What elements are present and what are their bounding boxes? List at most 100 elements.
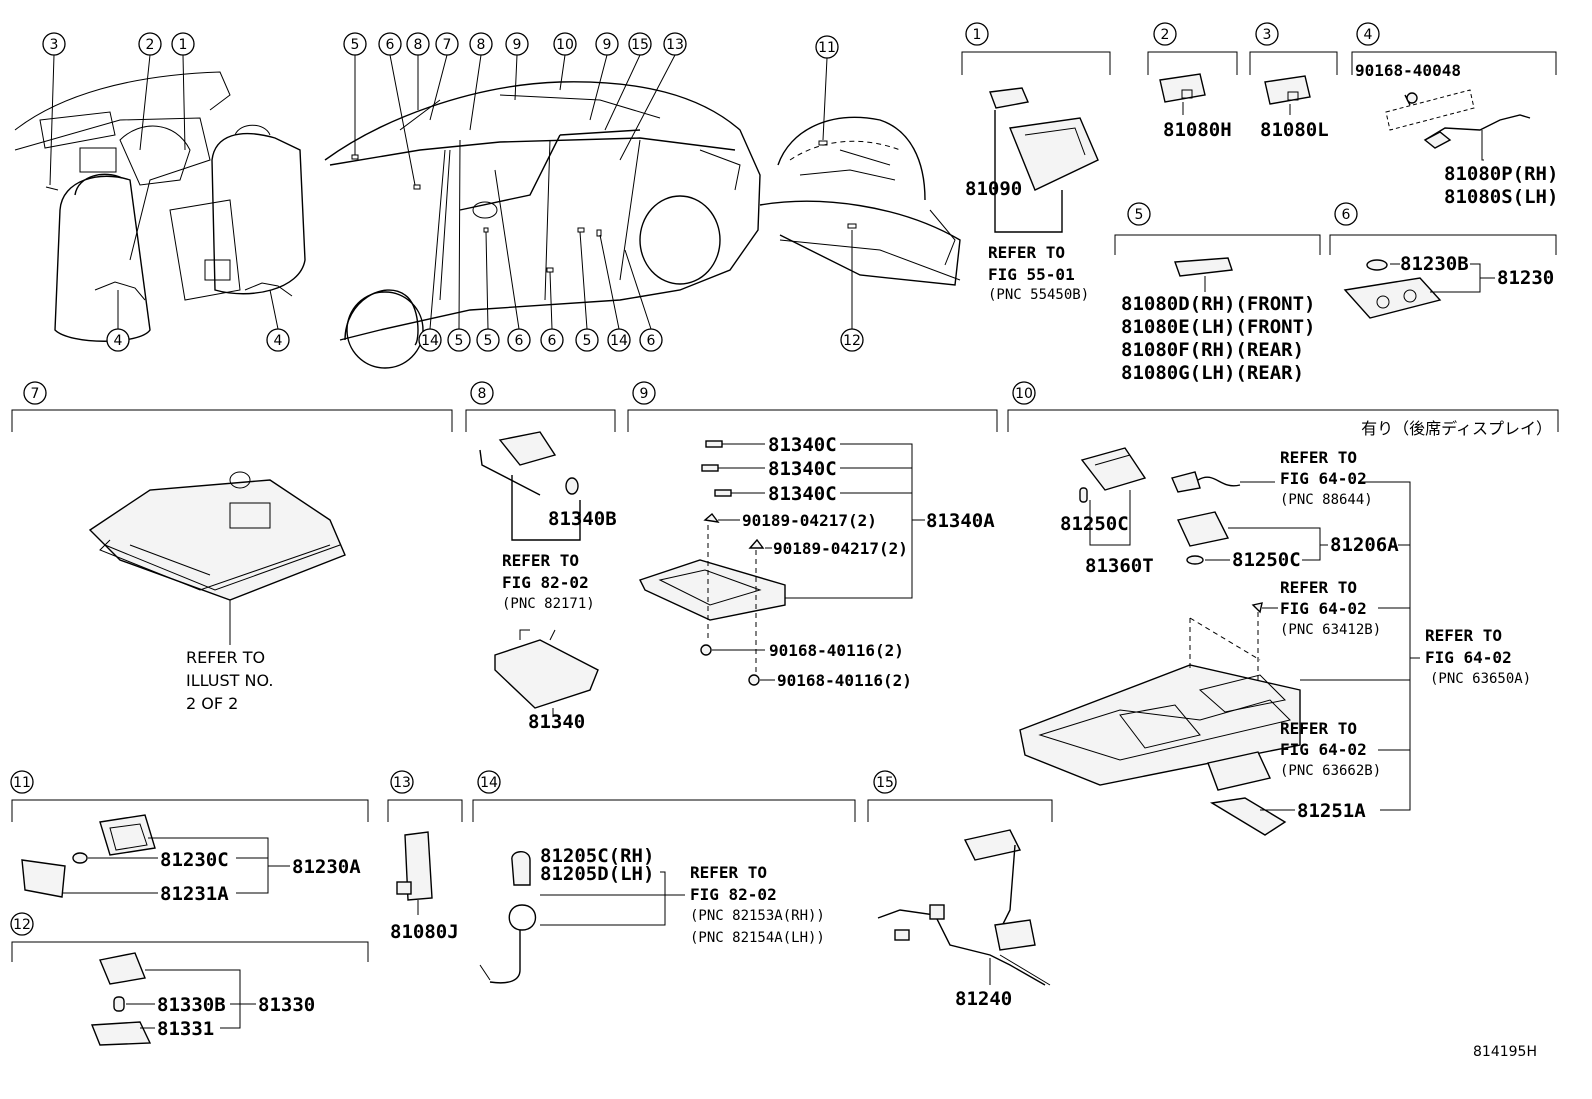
svg-text:81340A: 81340A bbox=[926, 510, 995, 532]
svg-text:81080D(RH)(FRONT): 81080D(RH)(FRONT) bbox=[1121, 293, 1315, 315]
svg-text:2 OF 2: 2 OF 2 bbox=[186, 694, 238, 713]
section-7: REFER TO ILLUST NO. 2 OF 2 bbox=[88, 471, 346, 713]
svg-text:REFER TO: REFER TO bbox=[1425, 626, 1502, 645]
svg-text:2: 2 bbox=[1161, 27, 1170, 43]
seat-callouts: 3 2 1 4 4 bbox=[42, 32, 290, 352]
svg-text:81331: 81331 bbox=[157, 1018, 214, 1040]
svg-text:(PNC 88644): (PNC 88644) bbox=[1280, 492, 1373, 508]
svg-text:15: 15 bbox=[631, 37, 649, 53]
svg-text:81360T: 81360T bbox=[1085, 555, 1154, 577]
svg-text:7: 7 bbox=[443, 37, 452, 53]
svg-text:12: 12 bbox=[13, 917, 31, 933]
section-number-circles: 1 2 3 4 5 6 7 8 9 10 11 12 13 14 15 bbox=[10, 22, 1380, 936]
svg-text:11: 11 bbox=[818, 40, 836, 56]
svg-text:FIG 82-02: FIG 82-02 bbox=[690, 885, 777, 904]
svg-text:1: 1 bbox=[973, 27, 982, 43]
svg-text:81206A: 81206A bbox=[1330, 534, 1399, 556]
svg-text:81230A: 81230A bbox=[292, 856, 361, 878]
svg-text:FIG 64-02: FIG 64-02 bbox=[1280, 740, 1367, 759]
svg-text:(PNC 63650A): (PNC 63650A) bbox=[1430, 671, 1531, 687]
svg-text:13: 13 bbox=[666, 37, 684, 53]
svg-text:81080F(RH)(REAR): 81080F(RH)(REAR) bbox=[1121, 339, 1304, 361]
svg-text:有り（後席ディスプレイ）: 有り（後席ディスプレイ） bbox=[1361, 419, 1552, 438]
section-2: 81080H bbox=[1159, 73, 1232, 141]
section-5: 81080D(RH)(FRONT) 81080E(LH)(FRONT) 8108… bbox=[1121, 257, 1315, 384]
svg-text:8: 8 bbox=[414, 37, 423, 53]
svg-text:81340B: 81340B bbox=[548, 508, 617, 530]
svg-text:81250C: 81250C bbox=[1232, 549, 1301, 571]
svg-text:6: 6 bbox=[647, 333, 656, 349]
svg-text:5: 5 bbox=[351, 37, 360, 53]
svg-text:8: 8 bbox=[477, 37, 486, 53]
svg-text:90168-40048: 90168-40048 bbox=[1355, 61, 1461, 80]
svg-text:FIG 64-02: FIG 64-02 bbox=[1280, 469, 1367, 488]
svg-text:REFER TO: REFER TO bbox=[502, 551, 579, 570]
svg-text:(PNC 63412B): (PNC 63412B) bbox=[1280, 622, 1381, 638]
svg-text:5: 5 bbox=[583, 333, 592, 349]
callout: 3 bbox=[50, 37, 59, 53]
svg-text:81080S(LH): 81080S(LH) bbox=[1444, 186, 1558, 208]
svg-text:90189-04217(2): 90189-04217(2) bbox=[773, 539, 908, 558]
svg-text:(PNC 82153A(RH)): (PNC 82153A(RH)) bbox=[690, 908, 825, 924]
car-illustration bbox=[324, 81, 761, 369]
svg-text:81080H: 81080H bbox=[1163, 119, 1232, 141]
section-11: 81230C 81231A 81230A bbox=[21, 814, 361, 905]
svg-text:FIG 82-02: FIG 82-02 bbox=[502, 573, 589, 592]
svg-text:REFER TO: REFER TO bbox=[1280, 719, 1357, 738]
svg-text:FIG 55-01: FIG 55-01 bbox=[988, 265, 1075, 284]
svg-text:81230B: 81230B bbox=[1400, 253, 1469, 275]
svg-text:90189-04217(2): 90189-04217(2) bbox=[742, 511, 877, 530]
svg-text:FIG 64-02: FIG 64-02 bbox=[1425, 648, 1512, 667]
svg-text:6: 6 bbox=[386, 37, 395, 53]
svg-text:81250C: 81250C bbox=[1060, 513, 1129, 535]
svg-text:90168-40116(2): 90168-40116(2) bbox=[769, 641, 904, 660]
section-1: 81090 REFER TO FIG 55-01 (PNC 55450B) bbox=[965, 87, 1099, 303]
svg-text:90168-40116(2): 90168-40116(2) bbox=[777, 671, 912, 690]
svg-text:81330: 81330 bbox=[258, 994, 315, 1016]
svg-text:9: 9 bbox=[513, 37, 522, 53]
diagram-id: 814195H bbox=[1473, 1044, 1537, 1060]
svg-text:81340C: 81340C bbox=[768, 458, 837, 480]
svg-text:5: 5 bbox=[484, 333, 493, 349]
svg-text:81080P(RH): 81080P(RH) bbox=[1444, 163, 1558, 185]
svg-text:14: 14 bbox=[610, 333, 628, 349]
svg-text:81080E(LH)(FRONT): 81080E(LH)(FRONT) bbox=[1121, 316, 1315, 338]
callout: 4 bbox=[114, 333, 123, 349]
part-number: 81090 bbox=[965, 178, 1022, 200]
svg-text:81340: 81340 bbox=[528, 711, 585, 733]
svg-text:REFER TO: REFER TO bbox=[1280, 448, 1357, 467]
svg-text:81330B: 81330B bbox=[157, 994, 226, 1016]
svg-text:REFER TO: REFER TO bbox=[1280, 578, 1357, 597]
callout: 2 bbox=[146, 37, 155, 53]
svg-text:14: 14 bbox=[421, 333, 439, 349]
svg-text:FIG 64-02: FIG 64-02 bbox=[1280, 599, 1367, 618]
svg-text:81205D(LH): 81205D(LH) bbox=[540, 863, 654, 885]
svg-text:10: 10 bbox=[556, 37, 574, 53]
svg-text:9: 9 bbox=[603, 37, 612, 53]
section-6: 81230B 81230 bbox=[1343, 253, 1554, 319]
svg-text:6: 6 bbox=[515, 333, 524, 349]
svg-text:15: 15 bbox=[876, 775, 894, 791]
section-9: 81340C 81340C 81340C 81340A 90189-04217(… bbox=[639, 434, 995, 690]
svg-text:12: 12 bbox=[843, 333, 861, 349]
section-10: 有り（後席ディスプレイ） 81250C 81360T REFER TO FIG … bbox=[1019, 419, 1552, 836]
svg-text:81251A: 81251A bbox=[1297, 800, 1366, 822]
svg-text:REFER TO: REFER TO bbox=[988, 243, 1065, 262]
svg-text:81231A: 81231A bbox=[160, 883, 229, 905]
section-3: 81080L bbox=[1260, 75, 1329, 141]
svg-text:(PNC 63662B): (PNC 63662B) bbox=[1280, 763, 1381, 779]
svg-text:5: 5 bbox=[1135, 207, 1144, 223]
section-brackets bbox=[11, 51, 1559, 962]
trunk-illustration: 11 12 bbox=[759, 35, 961, 352]
svg-text:(PNC 82154A(LH)): (PNC 82154A(LH)) bbox=[690, 930, 825, 946]
svg-text:7: 7 bbox=[31, 386, 40, 402]
section-8: 81340B REFER TO FIG 82-02 (PNC 82171) 81… bbox=[479, 431, 617, 733]
svg-text:13: 13 bbox=[393, 775, 411, 791]
svg-text:5: 5 bbox=[455, 333, 464, 349]
svg-text:REFER TO: REFER TO bbox=[186, 648, 265, 667]
svg-text:81080G(LH)(REAR): 81080G(LH)(REAR) bbox=[1121, 362, 1304, 384]
svg-text:8: 8 bbox=[478, 386, 487, 402]
svg-text:81230C: 81230C bbox=[160, 849, 229, 871]
section-14: 81205C(RH) 81205D(LH) REFER TO FIG 82-02… bbox=[479, 845, 825, 984]
